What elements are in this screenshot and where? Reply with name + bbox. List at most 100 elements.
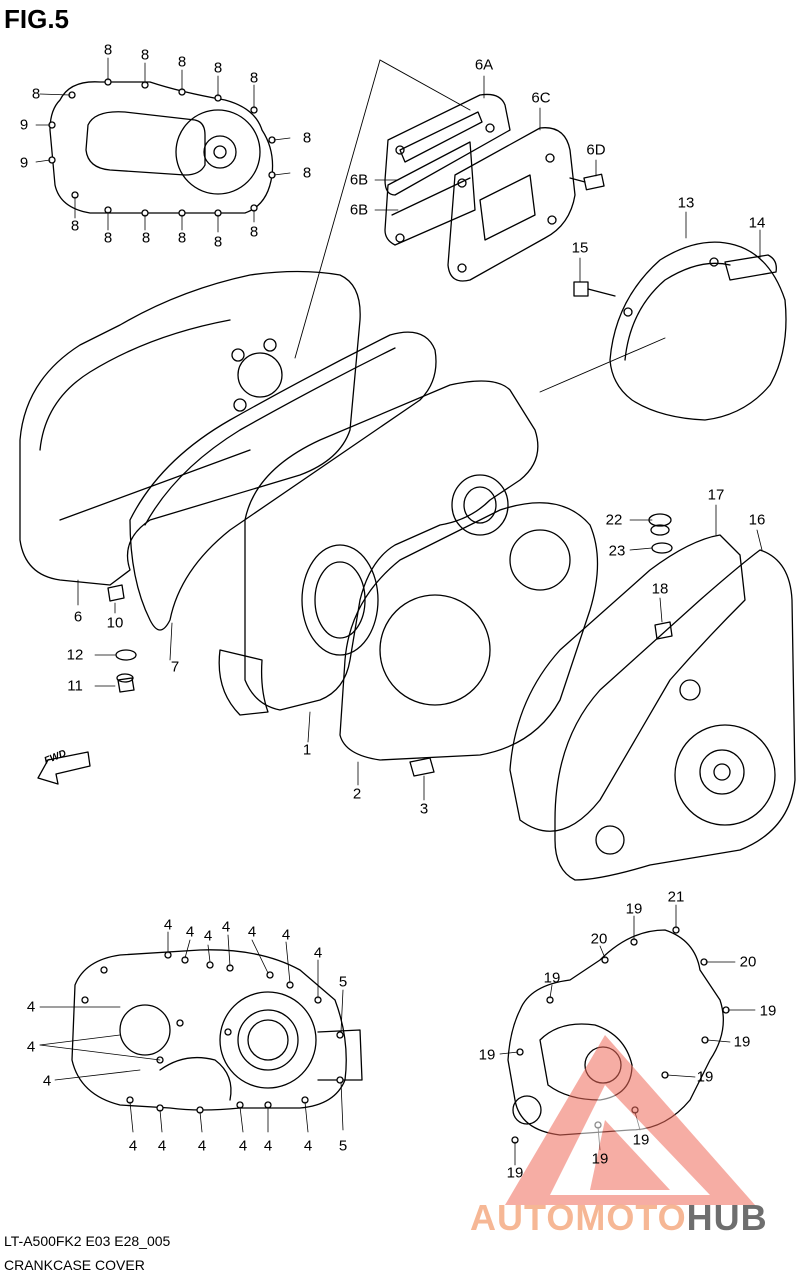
callout-18: 18 xyxy=(651,580,669,598)
callout-12: 12 xyxy=(66,646,84,664)
callout-10: 10 xyxy=(106,614,124,632)
callout-8: 8 xyxy=(213,59,223,77)
callout-2: 2 xyxy=(352,785,362,803)
callout-17: 17 xyxy=(707,486,725,504)
generator-gasket-leaders xyxy=(499,904,756,1166)
callout-4: 4 xyxy=(203,927,213,945)
callout-4: 4 xyxy=(26,998,36,1016)
clutch-cover-6 xyxy=(19,270,361,586)
clip-14 xyxy=(724,254,777,281)
inner-cover-bottom-view xyxy=(39,931,363,1133)
callout-4: 4 xyxy=(128,1137,138,1155)
bracket-6b xyxy=(384,141,476,246)
callout-8: 8 xyxy=(140,46,150,64)
callout-6d: 6D xyxy=(586,141,606,159)
callout-4: 4 xyxy=(247,923,257,941)
watermark-logo-mark xyxy=(505,1035,755,1205)
callout-22: 22 xyxy=(605,511,623,529)
plug-11 xyxy=(116,673,135,693)
callout-1: 1 xyxy=(302,741,312,759)
bolt-15 xyxy=(573,281,616,297)
gasket-2 xyxy=(339,502,599,761)
callout-6b: 6B xyxy=(349,171,369,189)
cover-13 xyxy=(609,241,787,421)
screw-6d xyxy=(569,173,605,191)
callout-6: 6 xyxy=(73,608,83,626)
callout-8: 8 xyxy=(31,85,41,103)
callout-8: 8 xyxy=(249,69,259,87)
callout-23: 23 xyxy=(608,542,626,560)
callout-11: 11 xyxy=(67,677,83,695)
callout-8: 8 xyxy=(302,129,312,147)
callout-20: 20 xyxy=(739,953,757,971)
callout-4: 4 xyxy=(303,1137,313,1155)
bracket-6a xyxy=(384,93,511,196)
callout-4: 4 xyxy=(263,1137,273,1155)
callout-8: 8 xyxy=(249,223,259,241)
callout-21: 21 xyxy=(667,888,685,906)
callout-14: 14 xyxy=(748,214,766,232)
callout-6a: 6A xyxy=(474,56,494,74)
assembly-guide-lines xyxy=(294,59,666,393)
callout-4: 4 xyxy=(157,1137,167,1155)
generator-cover-16 xyxy=(554,549,796,881)
callout-19: 19 xyxy=(591,1150,609,1168)
figure-code: LT-A500FK2 E03 E28_005 xyxy=(4,1233,171,1249)
inner-cover-screw-holes xyxy=(81,951,344,1114)
callout-19: 19 xyxy=(506,1164,524,1182)
callout-19: 19 xyxy=(625,900,643,918)
callout-19: 19 xyxy=(478,1046,496,1064)
callout-15: 15 xyxy=(571,239,589,257)
callout-5: 5 xyxy=(338,1137,348,1155)
callout-8: 8 xyxy=(302,164,312,182)
callout-4: 4 xyxy=(221,918,231,936)
callout-13: 13 xyxy=(677,194,695,212)
callout-4: 4 xyxy=(313,944,323,962)
callout-4: 4 xyxy=(42,1072,52,1090)
callout-3: 3 xyxy=(419,800,429,818)
callout-19: 19 xyxy=(543,969,561,987)
dowel-10 xyxy=(107,584,125,602)
callout-4: 4 xyxy=(238,1137,248,1155)
bracket-6c xyxy=(447,127,576,282)
washer-12 xyxy=(115,649,137,661)
cover-bolt-holes xyxy=(48,78,276,217)
callout-8: 8 xyxy=(177,53,187,71)
part-leaders xyxy=(77,75,763,801)
callout-7: 7 xyxy=(170,658,180,676)
plug-22 xyxy=(648,513,672,536)
figure-title: FIG.5 xyxy=(4,4,70,34)
callout-4: 4 xyxy=(281,926,291,944)
callout-6c: 6C xyxy=(531,89,551,107)
callout-8: 8 xyxy=(70,217,80,235)
watermark-part-a: AUTOMOTO xyxy=(470,1197,687,1238)
callout-9: 9 xyxy=(19,116,29,134)
outer-clutch-cover-top-view xyxy=(35,57,291,233)
callout-8: 8 xyxy=(103,41,113,59)
callout-4: 4 xyxy=(185,923,195,941)
callout-19: 19 xyxy=(733,1033,751,1051)
callout-20: 20 xyxy=(590,930,608,948)
callout-19: 19 xyxy=(759,1002,777,1020)
callout-6b: 6B xyxy=(349,201,369,219)
gasket-7 xyxy=(129,331,437,631)
callout-4: 4 xyxy=(197,1137,207,1155)
callout-5: 5 xyxy=(338,973,348,991)
callout-4: 4 xyxy=(163,916,173,934)
callout-16: 16 xyxy=(748,511,766,529)
bolt-leader-lines xyxy=(35,57,291,233)
callout-8: 8 xyxy=(141,229,151,247)
callout-9: 9 xyxy=(19,154,29,172)
dowel-3 xyxy=(409,757,435,777)
figure-caption: CRANKCASE COVER xyxy=(4,1257,145,1273)
dowel-18 xyxy=(654,621,673,640)
callout-4: 4 xyxy=(26,1038,36,1056)
gasket-17 xyxy=(509,534,746,832)
crankcase-cover-1 xyxy=(218,380,539,716)
callout-19: 19 xyxy=(696,1068,714,1086)
callout-19: 19 xyxy=(632,1131,650,1149)
callout-8: 8 xyxy=(213,233,223,251)
watermark-part-b: HUB xyxy=(686,1197,768,1238)
